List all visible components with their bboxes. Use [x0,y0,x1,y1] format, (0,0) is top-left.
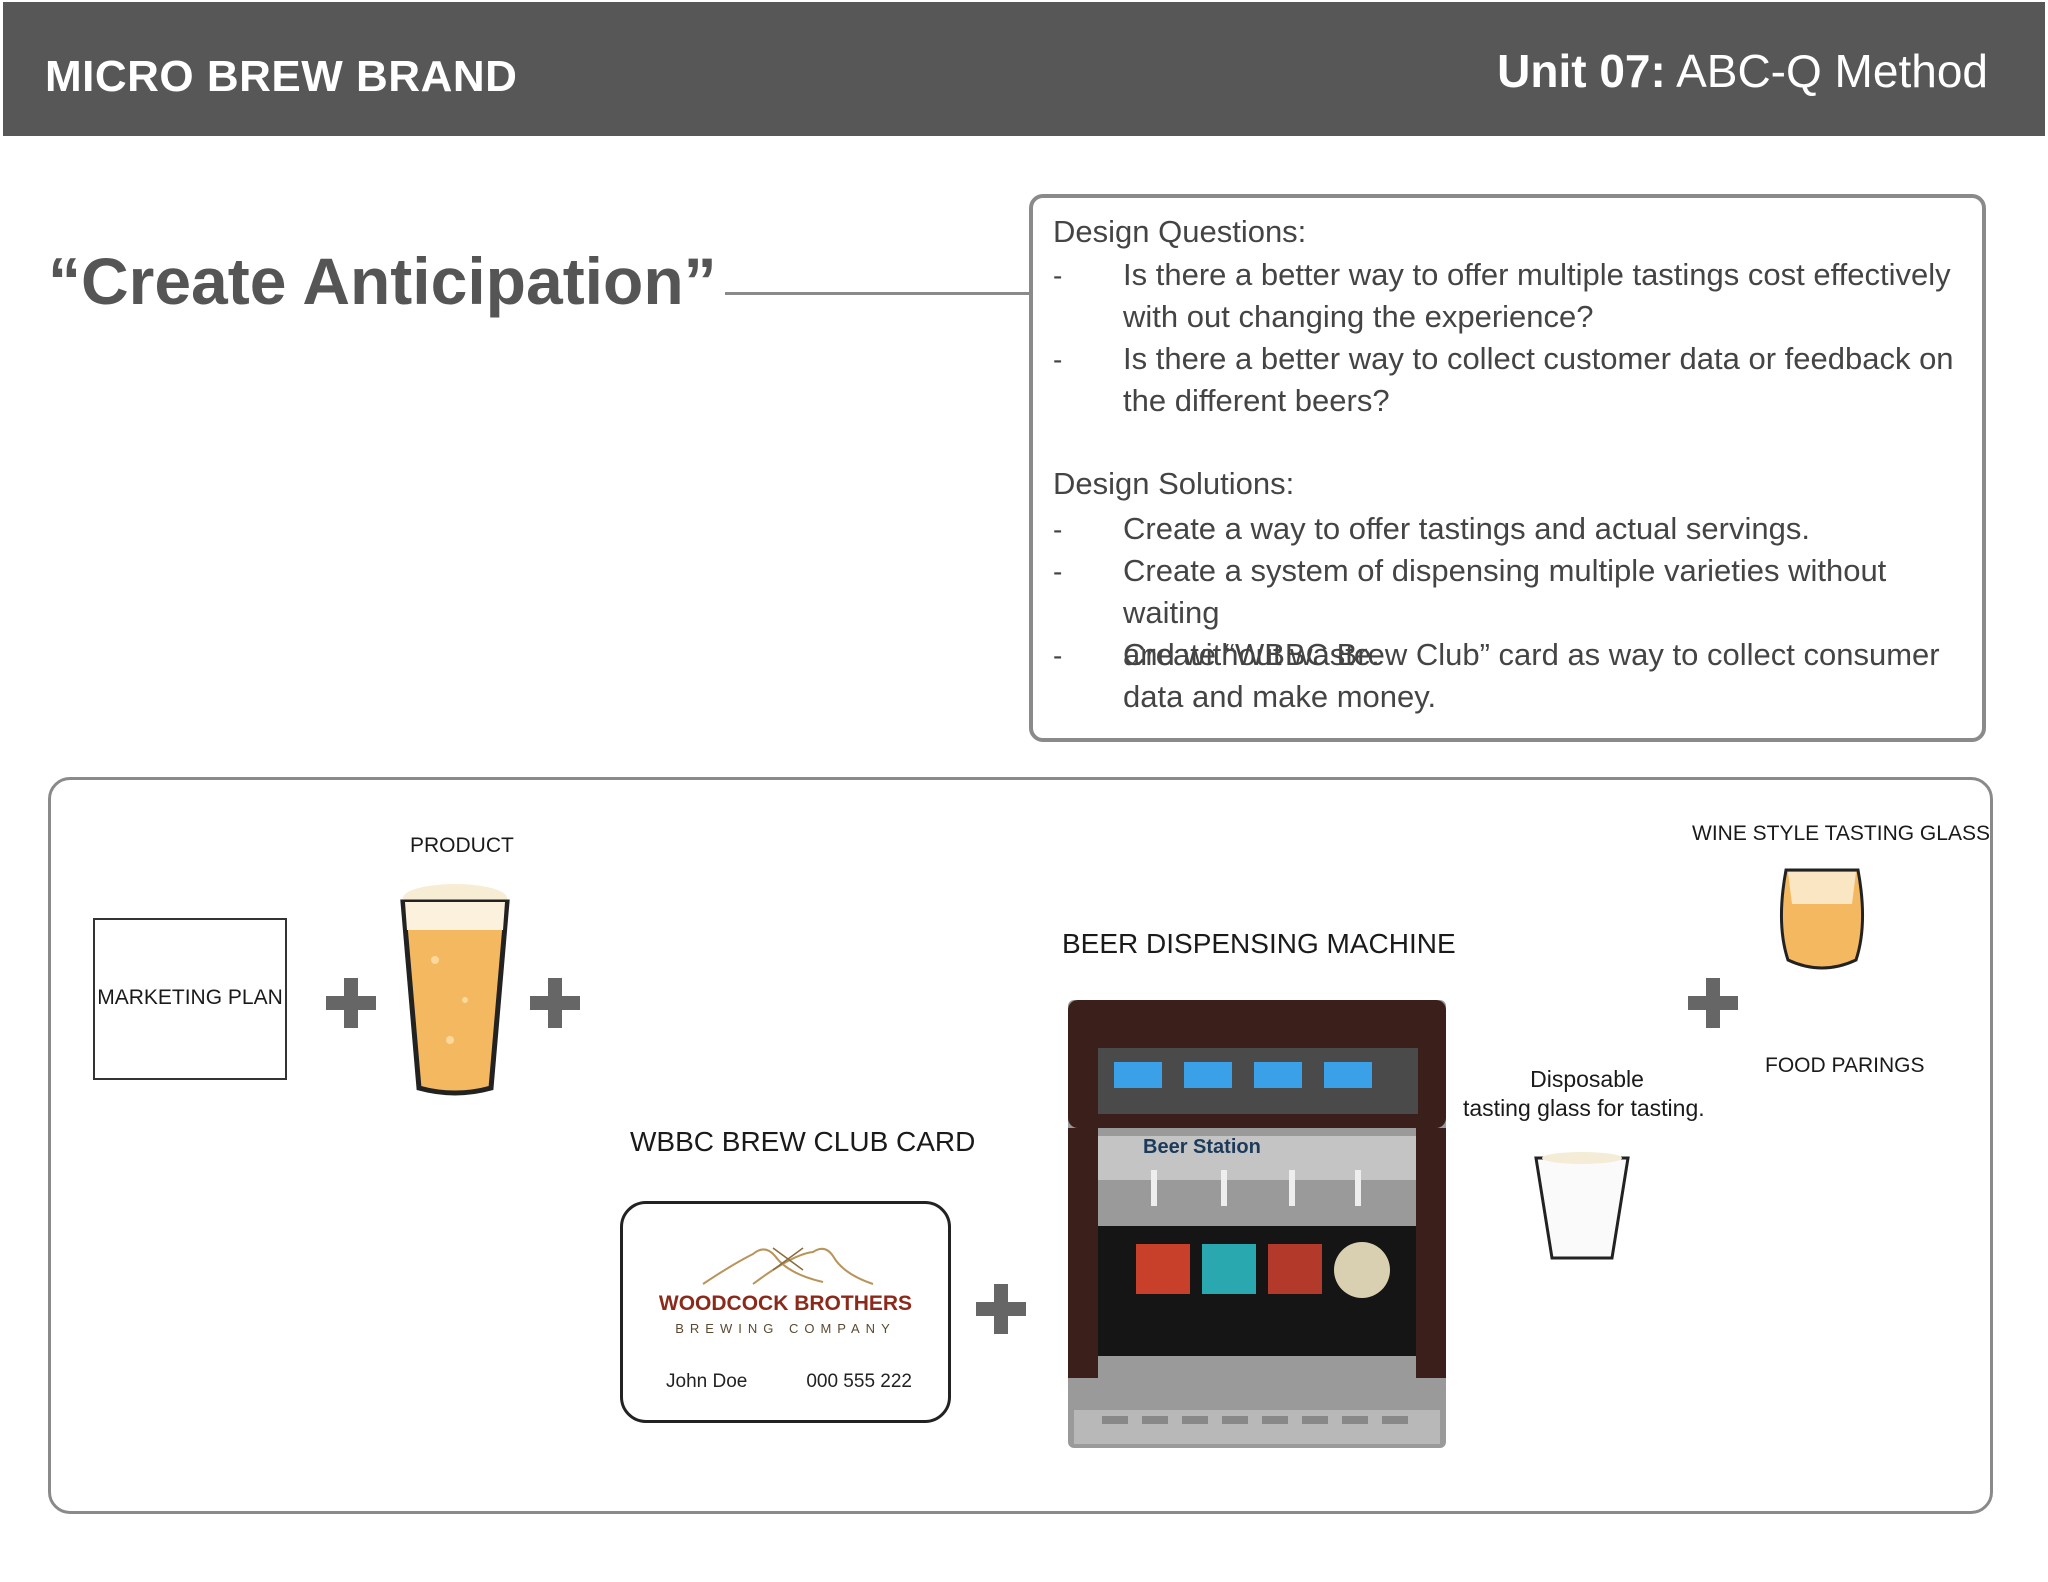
beer-pint-icon [400,884,510,1096]
bullet-dash: - [1053,640,1063,671]
question-line: with out changing the experience? [1123,299,1594,334]
brew-club-card: WOODCOCK BROTHERS BREWING COMPANY John D… [620,1201,951,1423]
plus-icon [976,1284,1026,1334]
solution-line: Create a system of dispensing multiple v… [1123,553,1887,630]
beer-machine-illustration [1068,1000,1446,1448]
bullet-dash: - [1053,514,1063,545]
disposable-label-1: Disposable [1530,1066,1644,1092]
solution-line: data and make money. [1123,679,1437,714]
question-line: Is there a better way to collect custome… [1123,341,1954,376]
bullet-dash: - [1053,556,1063,587]
solution-line: and without waste. [1123,637,1380,672]
card-subtitle: BREWING COMPANY [675,1321,896,1336]
header-bar [3,2,2045,136]
card-holder-name: John Doe [666,1371,748,1392]
disposable-label-2: tasting glass for tasting. [1463,1095,1705,1121]
question-item: Is there a better way to collect custome… [1123,338,1983,422]
solution-line: Create a way to offer tastings and actua… [1123,511,1810,546]
brand-title: MICRO BREW BRAND [45,52,518,101]
food-pairings-label: FOOD PARINGS [1765,1054,1925,1077]
page-title: “Create Anticipation” [48,244,717,318]
solution-item: Create “WBBC Brew Club” card as way to c… [1123,634,1983,718]
product-label: PRODUCT [410,834,514,857]
plus-icon [530,978,580,1028]
disposable-cup-icon [1534,1152,1630,1260]
bullet-dash: - [1053,260,1063,291]
machine-label: BEER DISPENSING MACHINE [1062,928,1456,959]
solution-item: Create a way to offer tastings and actua… [1123,508,1983,550]
concept-panel [48,777,1993,1514]
question-line: Is there a better way to offer multiple … [1123,257,1951,292]
unit-number: Unit 07: [1497,45,1666,97]
design-box: Design Questions: - Is there a better wa… [1029,194,1986,742]
questions-heading: Design Questions: [1053,214,1307,249]
solutions-heading: Design Solutions: [1053,466,1295,501]
question-line: the different beers? [1123,383,1390,418]
card-company: WOODCOCK BROTHERS [658,1292,913,1315]
solution-item: Create a system of dispensing multiple v… [1123,550,1983,676]
card-number: 000 555 222 [806,1371,912,1392]
plus-icon [326,978,376,1028]
unit-title: Unit 07: ABC-Q Method [1497,44,1988,98]
solution-line: Create “WBBC Brew Club” card as way to c… [1123,637,1940,672]
unit-name: ABC-Q Method [1676,45,1988,97]
club-card-label: WBBC BREW CLUB CARD [630,1126,976,1157]
question-item: Is there a better way to offer multiple … [1123,254,1983,338]
connector-line [725,292,1030,295]
marketing-plan-box: MARKETING PLAN [93,918,287,1080]
bullet-dash: - [1053,344,1063,375]
wine-glass-label: WINE STYLE TASTING GLASS [1692,822,1990,845]
woodcock-birds-logo [702,1247,874,1285]
plus-icon [1688,978,1738,1028]
marketing-plan-label: MARKETING PLAN [97,986,283,1009]
wine-tasting-glass-icon [1780,868,1864,970]
machine-sign: Beer Station [1143,1136,1261,1158]
